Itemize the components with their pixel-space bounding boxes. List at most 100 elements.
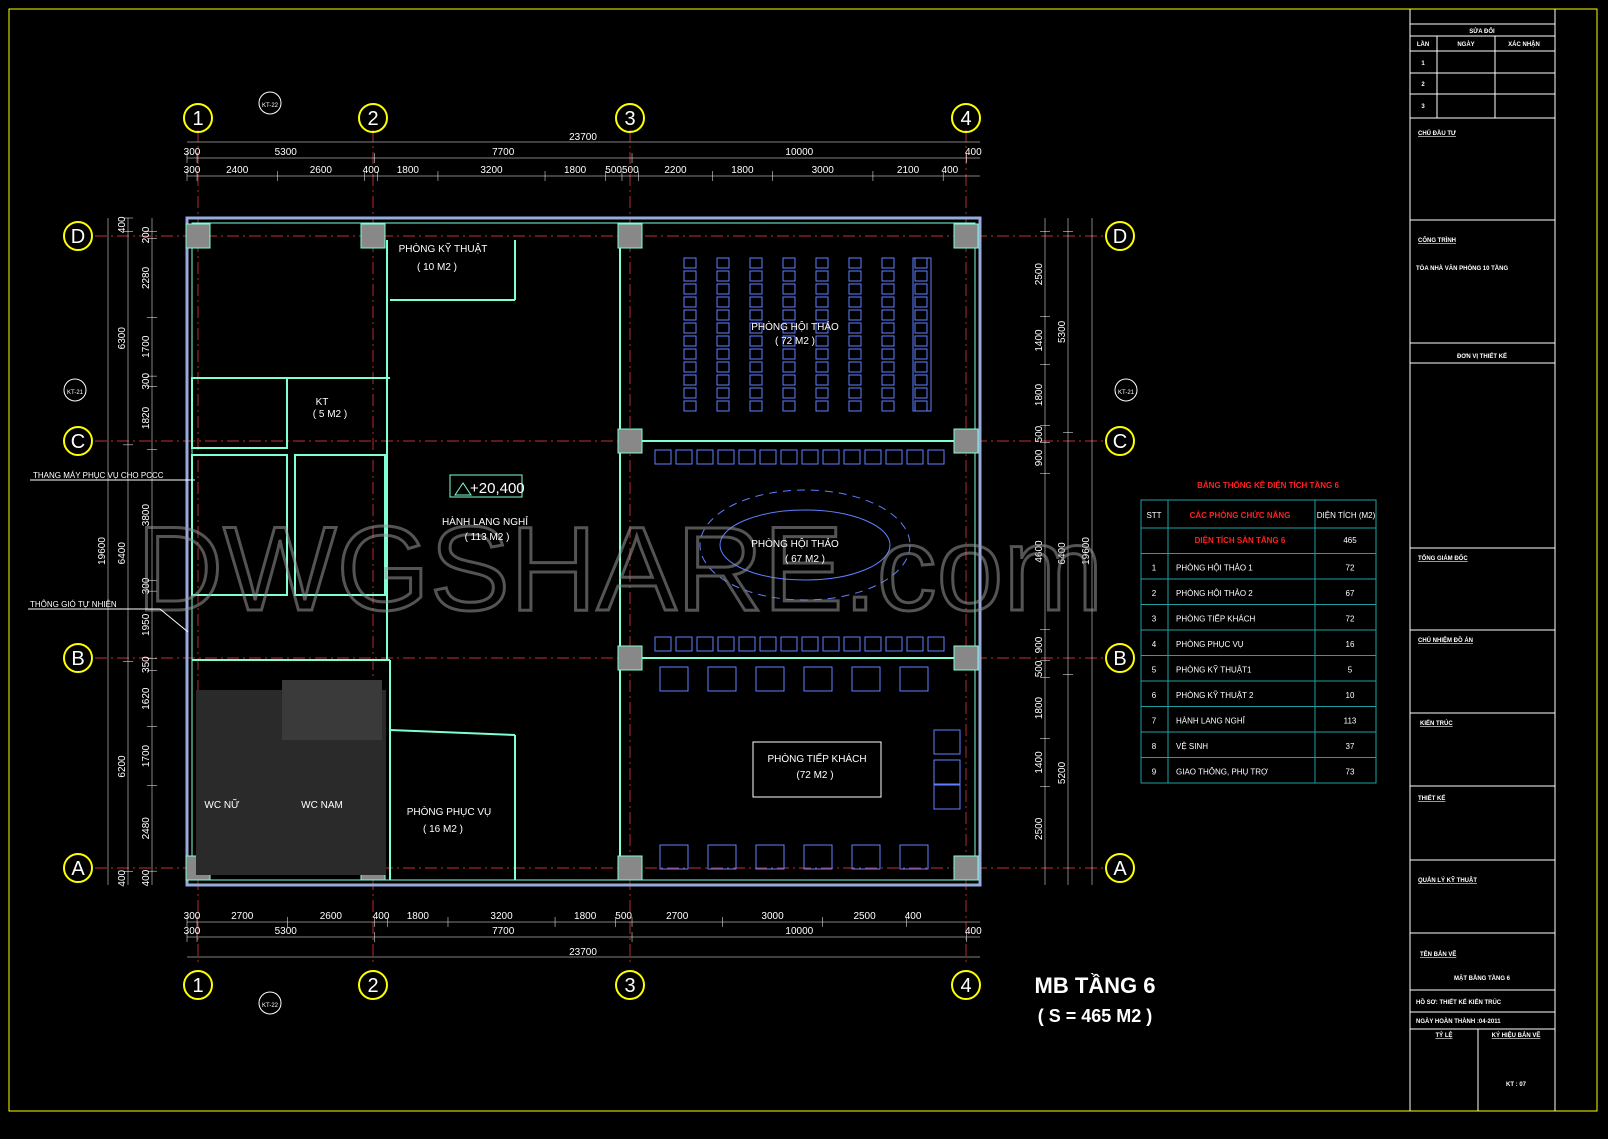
chair (864, 449, 882, 465)
seminar-chair (914, 309, 928, 321)
armchair (803, 666, 833, 692)
chair (696, 636, 714, 652)
revision-row: 3 (1421, 104, 1425, 110)
dimension-value: 6300 (117, 327, 128, 350)
seminar-chair (749, 335, 763, 347)
seminar-chair (683, 387, 697, 399)
room-name: HÀNH LANG NGHỈ (442, 515, 528, 528)
seminar-chair (782, 270, 796, 282)
dimension-value: 2700 (231, 911, 254, 922)
dimension-value: 1800 (1034, 696, 1045, 719)
row-stt: 4 (1152, 640, 1157, 649)
row-stt: 6 (1152, 691, 1157, 700)
row-name: PHÒNG PHỤC VỤ (1176, 640, 1244, 649)
section-mark-bottom: KT-22 (262, 1003, 279, 1009)
room-name: PHÒNG HỘI THẢO (751, 320, 839, 333)
column (360, 223, 386, 249)
armchair (755, 844, 785, 870)
grid-label: 3 (624, 975, 635, 997)
seminar-chair (749, 322, 763, 334)
area-table: BẢNG THỐNG KÊ DIỆN TÍCH TẦNG 6 STT CÁC P… (1140, 480, 1377, 784)
dimension-value: 4600 (1034, 540, 1045, 563)
dimension-value: 1800 (1034, 383, 1045, 406)
note-fire-elevator: THANG MÁY PHỤC VỤ CHO PCCC (33, 471, 164, 480)
dimension-value: 1950 (141, 613, 152, 636)
revision-header: XÁC NHẬN (1508, 41, 1540, 48)
dimension-value: 6400 (1057, 542, 1068, 565)
director-label: TỔNG GIÁM ĐỐC (1418, 555, 1468, 562)
chair (801, 449, 819, 465)
column (617, 223, 643, 249)
seminar-chair (881, 374, 895, 386)
total-width: 23700 (569, 132, 597, 143)
dimension-value: 5300 (1057, 320, 1068, 343)
seminar-chair (749, 387, 763, 399)
seminar-chair (782, 400, 796, 412)
grid-bubble (63, 643, 93, 673)
desk (912, 257, 932, 412)
seminar-chair (914, 322, 928, 334)
armchair (659, 666, 689, 692)
grid-label: 3 (624, 108, 635, 130)
grid-label: 4 (960, 975, 971, 997)
column (953, 645, 979, 671)
grid-bubble (63, 853, 93, 883)
chair (738, 449, 756, 465)
seminar-chair (716, 387, 730, 399)
armchair (851, 666, 881, 692)
seminar-chair (848, 283, 862, 295)
seminar-chair (914, 348, 928, 360)
armchair (933, 729, 961, 755)
armchair (707, 666, 737, 692)
seminar-chair (782, 335, 796, 347)
row-name: PHÒNG HỘI THẢO 2 (1176, 589, 1253, 598)
seminar-chair (749, 296, 763, 308)
dimension-value: 3000 (812, 165, 835, 176)
dimension-value: 900 (1034, 636, 1045, 653)
dimension-value: 6200 (117, 755, 128, 778)
room-name: WC NỮ (204, 798, 240, 811)
chair (675, 449, 693, 465)
seminar-chair (881, 335, 895, 347)
chair (906, 449, 924, 465)
dimension-value: 900 (1034, 449, 1045, 466)
dimension-value: 3200 (480, 165, 503, 176)
chair (759, 636, 777, 652)
seminar-chair (848, 257, 862, 269)
architecture-label: KIẾN TRÚC (1420, 720, 1453, 727)
dimension-value: 1800 (731, 165, 754, 176)
seminar-chair (683, 361, 697, 373)
header-area: DIỆN TÍCH (M2) (1317, 511, 1376, 520)
note-leader (159, 608, 189, 633)
room-area: ( 72 M2 ) (775, 336, 815, 347)
dimension-value: 400 (373, 911, 390, 922)
designer-label: ĐƠN VỊ THIẾT KẾ (1457, 353, 1507, 360)
seminar-chair (782, 322, 796, 334)
chair (738, 636, 756, 652)
grid-label: B (71, 648, 84, 670)
armchair (803, 844, 833, 870)
seminar-chair (815, 374, 829, 386)
seminar-chair (914, 361, 928, 373)
section-mark-right: KT-21 (1118, 390, 1135, 396)
conference-chairs (699, 489, 911, 601)
armchair (851, 844, 881, 870)
seminar-chair (716, 348, 730, 360)
total-height: 19600 (1081, 537, 1092, 565)
manager-label: CHỦ NHIỆM ĐỒ ÁN (1418, 636, 1473, 644)
seminar-chair (716, 361, 730, 373)
chair (885, 449, 903, 465)
dimension-value: 2600 (320, 911, 343, 922)
grid-label: 1 (192, 975, 203, 997)
room-area: ( 10 M2 ) (417, 262, 457, 273)
dimension-value: 300 (184, 911, 201, 922)
room-name: PHÒNG TIẾP KHÁCH (767, 752, 866, 765)
dimension-value: 400 (141, 869, 152, 886)
seminar-chair (683, 309, 697, 321)
seminar-chair (749, 348, 763, 360)
seminar-chair (848, 361, 862, 373)
seminar-chair (881, 322, 895, 334)
